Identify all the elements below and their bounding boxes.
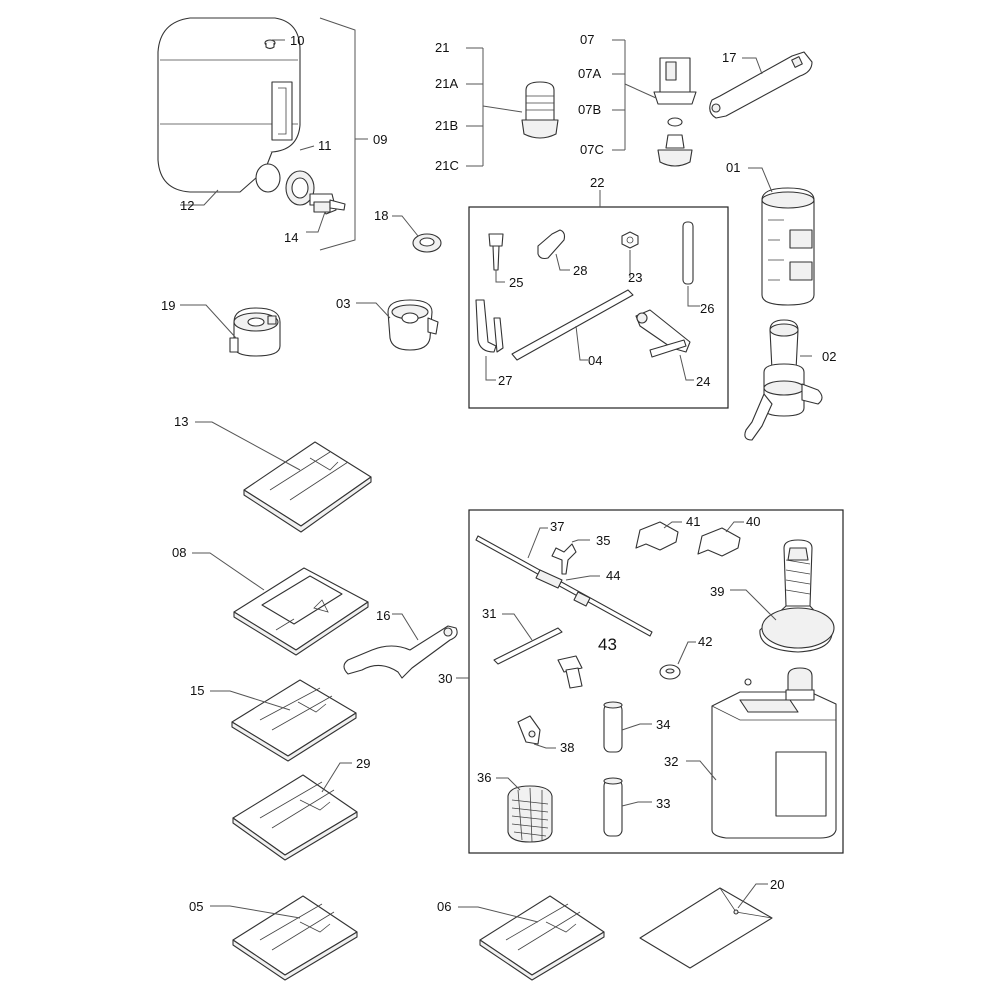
label-20: 20: [770, 877, 784, 892]
pin-26: [682, 221, 700, 307]
jerrycan-32: [686, 667, 837, 839]
label-24: 24: [696, 374, 710, 389]
manual-05: [210, 895, 358, 981]
label-40: 40: [746, 514, 760, 529]
label-42: 42: [698, 634, 712, 649]
label-06: 06: [437, 899, 451, 914]
label-34: 34: [656, 717, 670, 732]
label-09: 09: [373, 132, 387, 147]
label-21c: 21C: [435, 158, 459, 173]
clip-41: [635, 521, 682, 551]
spacer-33: [603, 777, 652, 837]
envelope-20: [639, 883, 773, 969]
nozzle-21: [466, 47, 559, 167]
clip-40: [697, 521, 744, 557]
bayonet-ring-19: [180, 304, 281, 357]
label-07a: 07A: [578, 66, 601, 81]
tank-12: [157, 17, 301, 193]
label-10: 10: [290, 33, 304, 48]
leaders-tank: [180, 17, 368, 251]
rod-04: [511, 289, 634, 361]
label-16: 16: [376, 608, 390, 623]
nozzle-cap-03: [356, 299, 439, 351]
label-22: 22: [590, 175, 604, 190]
tap-14: [309, 193, 346, 215]
label-23: 23: [628, 270, 642, 285]
manual-08: [192, 552, 369, 656]
label-18: 18: [374, 208, 388, 223]
label-28: 28: [573, 263, 587, 278]
label-21a: 21A: [435, 76, 458, 91]
label-07: 07: [580, 32, 594, 47]
kit-30-box: [468, 509, 844, 854]
label-43: 43: [598, 635, 617, 654]
label-36: 36: [477, 770, 491, 785]
nozzle-holder-07: [612, 39, 697, 167]
wing-screw-35: [551, 539, 590, 575]
label-35: 35: [596, 533, 610, 548]
label-07b: 07B: [578, 102, 601, 117]
manual-13: [195, 421, 372, 533]
manual-15: [210, 679, 357, 762]
bolt-43: [557, 655, 583, 689]
label-41: 41: [686, 514, 700, 529]
label-38: 38: [560, 740, 574, 755]
label-05: 05: [189, 899, 203, 914]
spanner-16: [343, 613, 458, 679]
label-02: 02: [822, 349, 836, 364]
tools-kit-22-box: [468, 206, 729, 409]
label-19: 19: [161, 298, 175, 313]
label-30: 30: [438, 671, 452, 686]
ring-nut-11: [255, 163, 315, 206]
label-21b: 21B: [435, 118, 458, 133]
block-38: [517, 715, 556, 749]
wrench-17: [709, 51, 813, 119]
screw-25: [488, 233, 505, 283]
label-27: 27: [498, 373, 512, 388]
label-17: 17: [722, 50, 736, 65]
spout-02: [744, 319, 823, 441]
label-31: 31: [482, 606, 496, 621]
cap-10: [264, 39, 276, 50]
spacer-34: [603, 701, 652, 753]
label-26: 26: [700, 301, 714, 316]
label-15: 15: [190, 683, 204, 698]
label-03: 03: [336, 296, 350, 311]
label-07c: 07C: [580, 142, 604, 157]
label-04: 04: [588, 353, 602, 368]
nut-23: [621, 231, 639, 278]
label-39: 39: [710, 584, 724, 599]
label-11: 11: [318, 138, 332, 153]
label-29: 29: [356, 756, 370, 771]
washer-18: [392, 215, 442, 253]
label-21: 21: [435, 40, 449, 55]
bent-rod-27: [475, 299, 504, 381]
label-08: 08: [172, 545, 186, 560]
filter-sponge-36: [496, 777, 553, 843]
cable-tie-31: [493, 613, 563, 665]
measuring-cup-01: [748, 167, 815, 306]
label-25: 25: [509, 275, 523, 290]
label-14: 14: [284, 230, 298, 245]
label-01: 01: [726, 160, 740, 175]
label-13: 13: [174, 414, 188, 429]
plug-28: [537, 229, 570, 271]
manual-29: [232, 762, 358, 861]
label-32: 32: [664, 754, 678, 769]
probe-37: [475, 527, 653, 637]
manual-06: [458, 895, 605, 981]
label-37: 37: [550, 519, 564, 534]
crank-24: [635, 309, 694, 381]
label-12: 12: [180, 198, 194, 213]
label-33: 33: [656, 796, 670, 811]
label-44: 44: [606, 568, 620, 583]
funnel-strainer-39: [730, 539, 835, 653]
spring-washer-42: [659, 641, 696, 680]
